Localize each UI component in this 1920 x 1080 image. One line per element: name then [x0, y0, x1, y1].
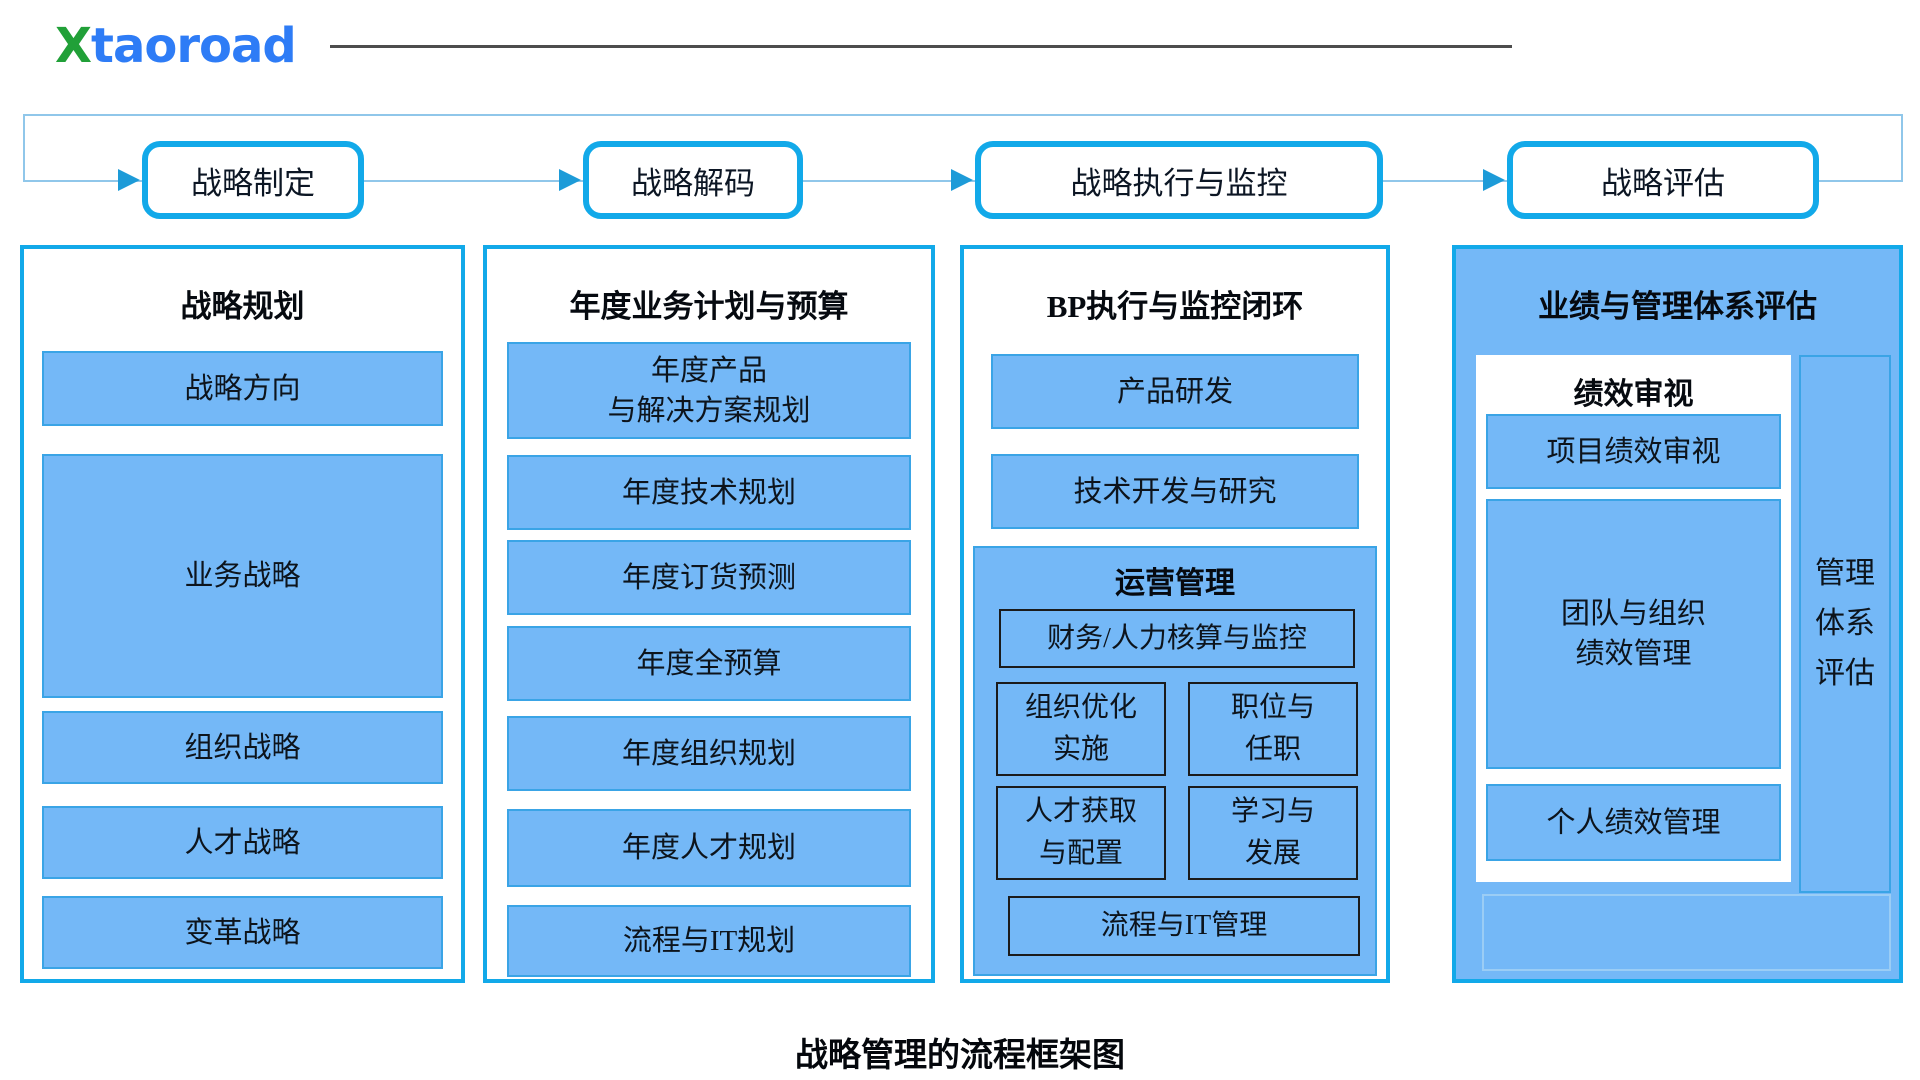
item-organization-strategy: 组织战略	[42, 711, 443, 784]
item-talent-strategy: 人才战略	[42, 806, 443, 879]
item-annual-order-forecast: 年度订货预测	[507, 540, 911, 615]
item-process-it-planning: 流程与IT规划	[507, 905, 911, 977]
header-divider-line	[330, 45, 1512, 48]
panel-bp-execution-monitoring: BP执行与监控闭环 产品研发 技术开发与研究 运营管理 财务/人力核算与监控 组…	[960, 245, 1390, 983]
flow-stage-evaluation: 战略评估	[1507, 141, 1819, 219]
group-title: 绩效审视	[1573, 378, 1694, 411]
item-talent-acquisition-deployment: 人才获取 与配置	[996, 786, 1166, 880]
item-product-rd: 产品研发	[991, 354, 1359, 429]
arrow-right-icon	[118, 169, 140, 191]
arrow-right-icon	[559, 169, 581, 191]
panel-title: 年度业务计划与预算	[569, 289, 849, 324]
item-technology-development-research: 技术开发与研究	[991, 454, 1359, 529]
item-team-organization-performance: 团队与组织 绩效管理	[1486, 499, 1781, 769]
item-organization-optimization: 组织优化 实施	[996, 682, 1166, 776]
arrow-right-icon	[1483, 169, 1505, 191]
item-project-performance-review: 项目绩效审视	[1486, 414, 1781, 489]
arrow-right-icon	[951, 169, 973, 191]
logo-x: X	[55, 18, 92, 74]
item-learning-development: 学习与 发展	[1188, 786, 1358, 880]
item-annual-organization-planning: 年度组织规划	[507, 716, 911, 791]
item-process-it-management: 流程与IT管理	[1008, 896, 1360, 956]
panel-performance-management-evaluation: 业绩与管理体系评估 绩效审视 项目绩效审视 团队与组织 绩效管理 个人绩效管理 …	[1452, 245, 1903, 983]
group-operations-management: 运营管理 财务/人力核算与监控 组织优化 实施 职位与 任职 人才获取 与配置 …	[973, 546, 1377, 976]
item-change-strategy: 变革战略	[42, 896, 443, 969]
logo: Xtaoroad	[55, 22, 297, 70]
flow-stage-execution-monitoring: 战略执行与监控	[975, 141, 1383, 219]
item-business-strategy: 业务战略	[42, 454, 443, 698]
empty-bottom-box	[1482, 894, 1891, 971]
logo-rest: taoroad	[91, 18, 297, 74]
item-management-system-evaluation: 管理 体系 评估	[1799, 355, 1891, 893]
panel-strategic-planning: 战略规划 战略方向 业务战略 组织战略 人才战略 变革战略	[20, 245, 465, 983]
item-annual-technology-planning: 年度技术规划	[507, 455, 911, 530]
group-performance-review: 绩效审视 项目绩效审视 团队与组织 绩效管理 个人绩效管理	[1476, 355, 1791, 882]
item-finance-hr-accounting-monitoring: 财务/人力核算与监控	[999, 609, 1355, 668]
group-title: 运营管理	[1115, 567, 1235, 600]
item-individual-performance: 个人绩效管理	[1486, 784, 1781, 861]
panel-title: BP执行与监控闭环	[1046, 289, 1304, 324]
flow-stage-decoding: 战略解码	[583, 141, 803, 219]
item-strategic-direction: 战略方向	[42, 351, 443, 426]
panel-annual-business-plan: 年度业务计划与预算 年度产品 与解决方案规划 年度技术规划 年度订货预测 年度全…	[483, 245, 935, 983]
diagram-caption: 战略管理的流程框架图	[795, 1038, 1125, 1074]
item-position-qualification: 职位与 任职	[1188, 682, 1358, 776]
flow-stage-formulation: 战略制定	[142, 141, 364, 219]
panel-title: 战略规划	[180, 289, 305, 324]
item-annual-product-solution-planning: 年度产品 与解决方案规划	[507, 342, 911, 439]
item-annual-talent-planning: 年度人才规划	[507, 809, 911, 887]
item-annual-full-budget: 年度全预算	[507, 626, 911, 701]
panel-title: 业绩与管理体系评估	[1538, 289, 1817, 324]
